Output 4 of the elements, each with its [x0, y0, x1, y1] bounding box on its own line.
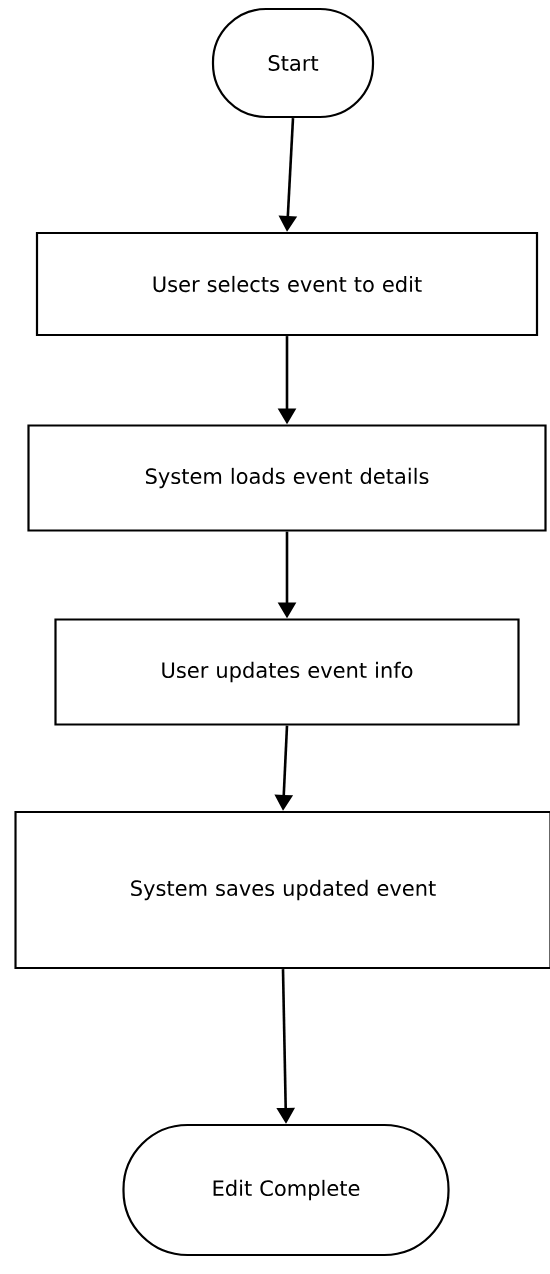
process-box: User selects event to edit: [35, 231, 539, 337]
process-box: System saves updated event: [14, 810, 550, 970]
process-box: System loads event details: [27, 424, 547, 532]
process-box: User updates event info: [54, 618, 520, 726]
